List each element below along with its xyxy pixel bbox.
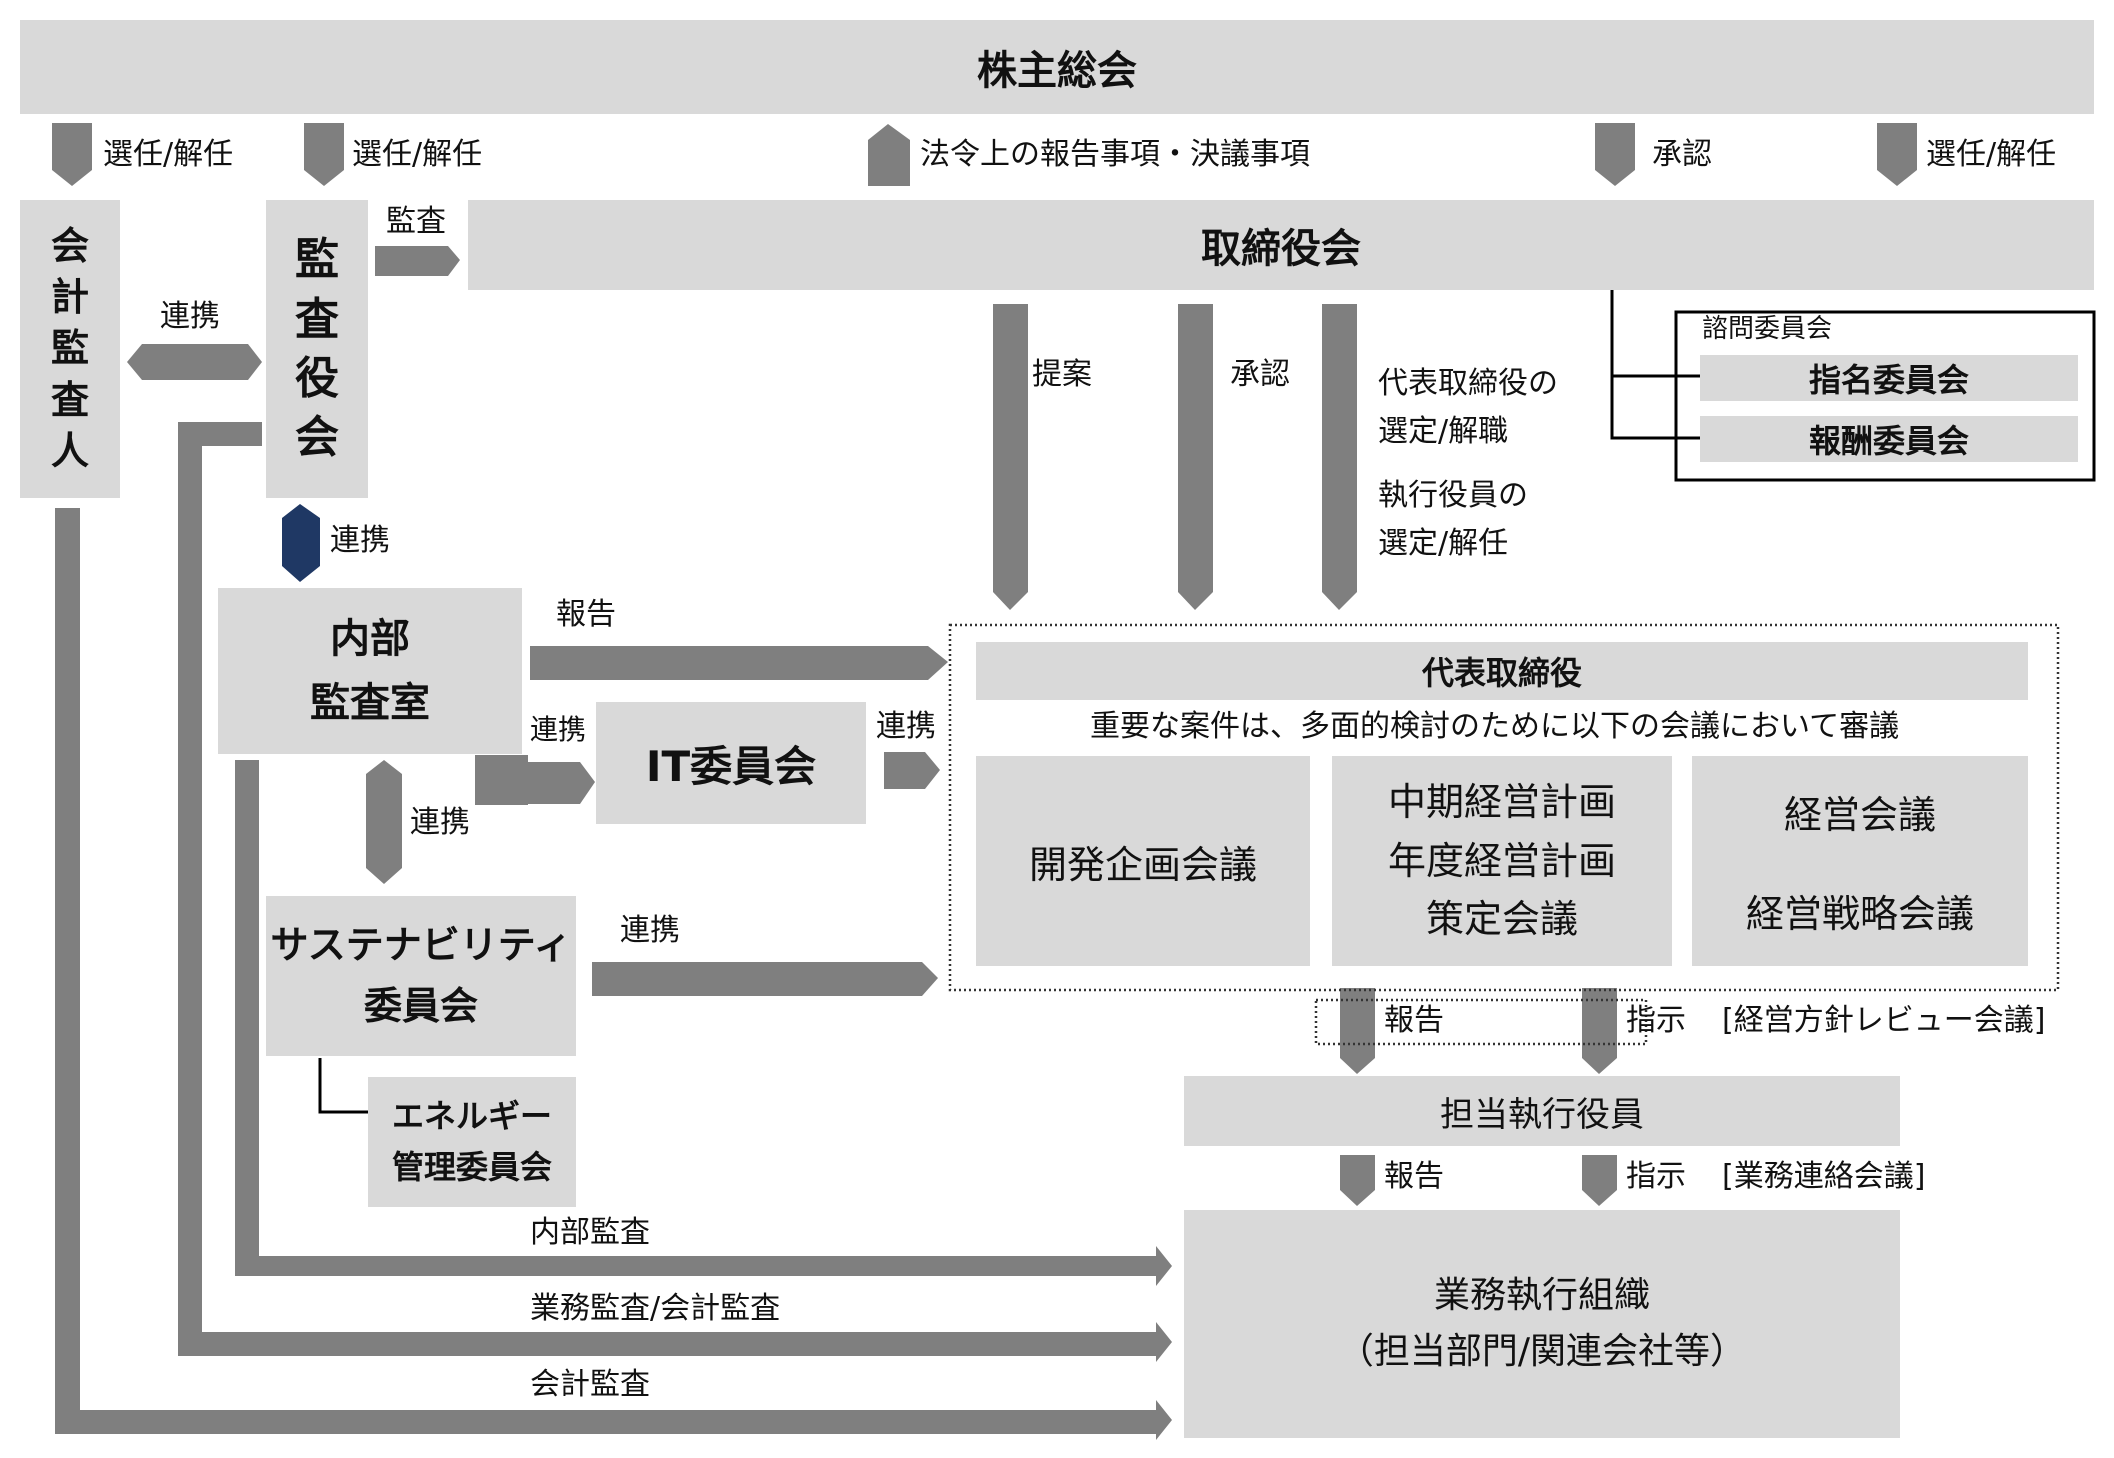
meeting-management: 経営会議 経営戦略会議 — [1692, 756, 2028, 966]
shareholders-meeting-box: 株主総会 — [20, 20, 2094, 114]
label-daihyo-sentei: 代表取締役の 選定/解職 — [1378, 366, 1558, 449]
daihyo-frame — [948, 623, 2060, 992]
label-teian: 提案 — [1032, 357, 1092, 392]
renkei-naibu-sus-arrow — [366, 760, 402, 884]
kansa-arrow — [375, 246, 460, 276]
up-arrow-hokoku — [868, 124, 910, 186]
renkei-it-left-stem — [475, 755, 528, 805]
down-arrow-shonin — [1595, 123, 1635, 186]
daihyo-subtitle: 重要な案件は、多面的検討のために以下の会議において審議 — [1090, 709, 1900, 744]
accounting-auditor-char-3: 監 — [50, 326, 89, 371]
label-renkei-kansa-naibu: 連携 — [330, 523, 390, 558]
business-execution-org-box: 業務執行組織 （担当部門/関連会社等） — [1184, 1210, 1900, 1438]
shiji-daihyo-arrow — [1582, 988, 1617, 1074]
meeting-management-plan: 中期経営計画 年度経営計画 策定会議 — [1332, 756, 1672, 966]
shiji-tanto-arrow — [1582, 1155, 1617, 1206]
nomination-committee-box: 指名委員会 — [1700, 355, 2078, 401]
label-review-meeting: [経営方針レビュー会議] — [1722, 1003, 2046, 1038]
label-shiji-tanto: 指示 — [1626, 1159, 1686, 1194]
audit-board-char-3: 役 — [295, 353, 339, 404]
energy-committee-box: エネルギー 管理委員会 — [368, 1077, 576, 1207]
label-renkei-it-left: 連携 — [530, 713, 587, 746]
meeting-development-planning: 開発企画会議 — [976, 756, 1310, 966]
label-renkei-naibu-sus: 連携 — [410, 805, 470, 840]
renkei-sus-arrow — [592, 962, 938, 996]
advisory-title: 諮問委員会 — [1702, 314, 1833, 344]
sustainability-committee-box: サステナビリティ 委員会 — [266, 896, 576, 1056]
audit-board-box: 監 査 役 会 — [266, 200, 368, 498]
advisory-frame — [1674, 310, 2096, 482]
down-arrow-kaikei — [52, 123, 92, 186]
advisory-connector — [1610, 290, 1700, 440]
accounting-auditor-char-4: 査 — [50, 377, 89, 422]
label-sennin-3: 選任/解任 — [1926, 137, 2057, 172]
label-hokoku-tanto: 報告 — [1384, 1159, 1444, 1194]
board-of-directors-box: 取締役会 — [468, 200, 2094, 290]
meeting-strategy-label: 経営戦略会議 — [1745, 892, 1974, 936]
meeting-management-label: 経営会議 — [1783, 793, 1936, 837]
label-shiji-daihyo: 指示 — [1626, 1003, 1686, 1038]
label-renkei-top: 連携 — [160, 299, 220, 334]
representative-director-box: 代表取締役 — [976, 642, 2028, 700]
audit-board-char-1: 監 — [295, 234, 339, 286]
renkei-it-right-arrow — [884, 752, 940, 789]
down-arrow-sennin-right — [1877, 123, 1917, 186]
hokoku-naibu-arrow — [530, 646, 948, 680]
label-shonin-top: 承認 — [1652, 137, 1712, 172]
label-renkei-sus: 連携 — [620, 913, 680, 948]
down-arrow-kansayaku — [304, 123, 344, 186]
label-gyomu-renraku: [業務連絡会議] — [1722, 1159, 1926, 1194]
hokoku-daihyo-arrow — [1340, 988, 1375, 1074]
energy-connector — [318, 1058, 372, 1114]
label-kaikei-kansa: 会計監査 — [530, 1367, 650, 1402]
label-sennin-2: 選任/解任 — [352, 137, 483, 172]
label-kansa: 監査 — [386, 204, 446, 239]
internal-audit-box: 内部 監査室 — [218, 588, 522, 754]
shonin-arrow — [1178, 304, 1213, 610]
review-frame — [1314, 998, 1648, 1046]
compensation-committee-box: 報酬委員会 — [1700, 416, 2078, 462]
audit-board-char-2: 査 — [295, 293, 339, 345]
label-shonin: 承認 — [1230, 357, 1290, 392]
audit-board-char-4: 会 — [295, 412, 339, 464]
it-committee-box: IT委員会 — [596, 702, 866, 824]
label-sennin-1: 選任/解任 — [103, 137, 234, 172]
accounting-auditor-char-1: 会 — [50, 223, 89, 268]
label-hokoku-daihyo: 報告 — [1384, 1003, 1444, 1038]
label-renkei-it-right: 連携 — [876, 709, 936, 744]
label-hokoku-naibu: 報告 — [556, 597, 616, 632]
teian-arrow — [993, 304, 1028, 610]
label-gyomu-kaikei-kansa: 業務監査/会計監査 — [530, 1291, 781, 1326]
label-hokoku-ketsugi: 法令上の報告事項・決議事項 — [920, 137, 1310, 172]
label-shikko-sentei: 執行役員の 選定/解任 — [1378, 478, 1528, 561]
renkei-double-arrow — [127, 344, 262, 380]
accounting-auditor-char-2: 計 — [50, 275, 89, 320]
label-naibu-kansa: 内部監査 — [530, 1215, 650, 1250]
executive-officer-box: 担当執行役員 — [1184, 1076, 1900, 1146]
hokoku-tanto-arrow — [1340, 1155, 1375, 1206]
accounting-auditor-char-5: 人 — [50, 428, 89, 473]
daihyo-sentei-arrow — [1322, 304, 1357, 610]
renkei-navy-arrow — [282, 504, 320, 582]
accounting-auditor-box: 会 計 監 査 人 — [20, 200, 120, 498]
